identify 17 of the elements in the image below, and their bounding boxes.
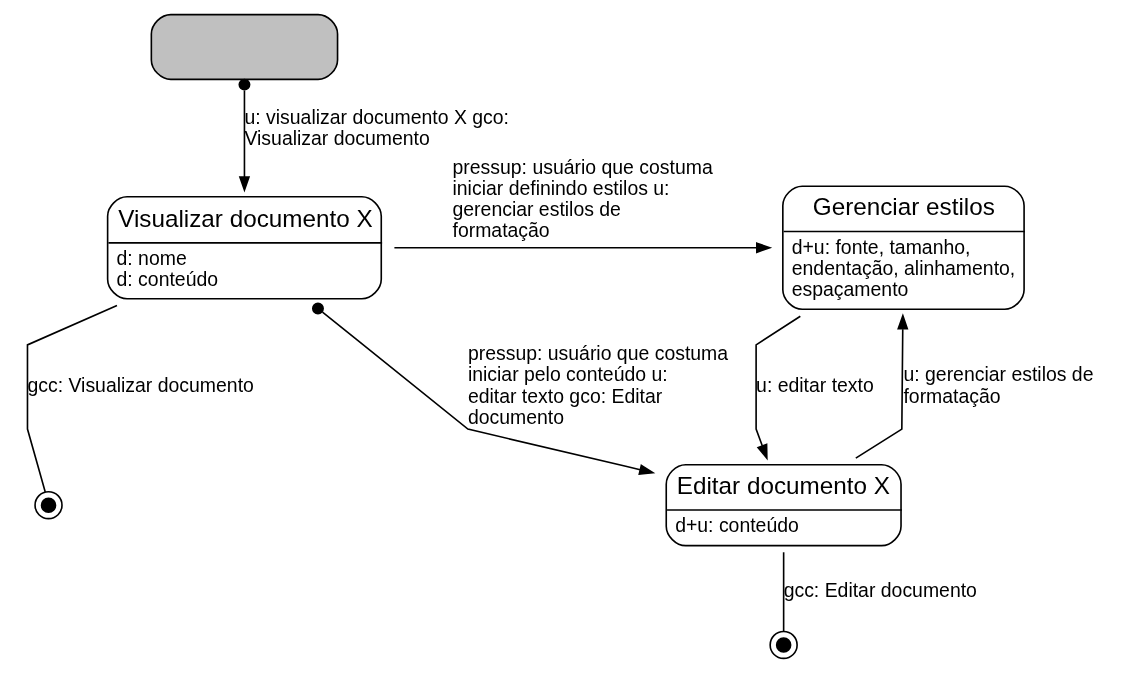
edge-label: u: visualizar documento X gco: Visualizar documento [244,106,509,150]
arrow [393,242,773,254]
edge-label: u: editar texto [756,374,874,397]
arrow [855,313,909,459]
edge-label: pressup: usuário que costuma iniciar definindo estilos u: gerenciar estilos de formatação [452,156,713,242]
arrow [755,315,802,461]
edge-label: pressup: usuário que costuma iniciar pelo conteúdo u: editar texto gco: Editar documento [467,342,729,428]
edge-label: gcc: Visualizar documento [27,374,254,397]
edge-label: u: gerenciar estilos de formatação [903,363,1094,407]
node-circle [769,630,798,660]
connector [26,304,118,493]
edge-label: gcc: Editar documento [783,578,977,601]
arrow [311,302,656,476]
connector [782,551,785,633]
node-circle [34,490,63,520]
arrow [238,78,251,193]
node-box [150,13,339,81]
